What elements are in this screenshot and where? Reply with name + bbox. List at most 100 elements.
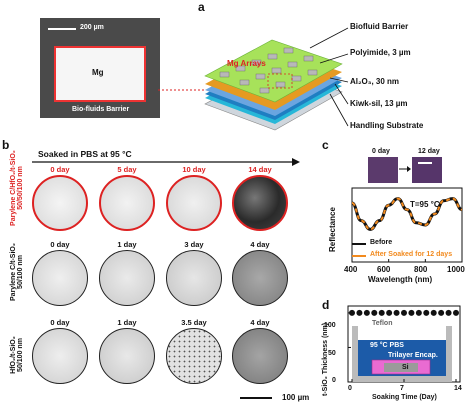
row-1-label-line1: Parylene C/HfO₂/t-SiO₂	[10, 150, 17, 226]
legend-before-label: Before	[370, 239, 393, 246]
row-1-day-3: 14 day	[248, 165, 272, 174]
row-2-day-0: 0 day	[50, 240, 70, 249]
panel-a-label: a	[198, 0, 205, 14]
data-point-11	[430, 309, 437, 316]
data-point-5	[386, 309, 393, 316]
micrograph-r1c1	[32, 175, 88, 231]
panel-b-header: Soaked in PBS at 95 °C	[38, 149, 132, 159]
c-xtick-0: 400	[344, 265, 358, 274]
c-xtick-1: 600	[377, 265, 391, 274]
mg-pad: Mg	[54, 46, 146, 102]
data-point-7	[401, 309, 407, 316]
layer-label-al2o3: Al₂O₃, 30 nm	[350, 77, 400, 86]
micrograph-r3c1	[32, 328, 88, 384]
row-1-label: Parylene C/HfO₂/t-SiO₂ 50/50/100 nm	[10, 148, 24, 228]
scale-bar-label: 200 µm	[80, 24, 104, 31]
series-line-0	[351, 197, 463, 231]
data-point-8	[408, 309, 415, 316]
data-point-13	[445, 309, 452, 316]
micrograph-r2c3	[166, 250, 222, 306]
panel-b-scale-label: 100 µm	[282, 393, 310, 402]
data-point-12	[438, 309, 445, 316]
row-2-day-3: 4 day	[250, 240, 270, 249]
mg-label: Mg	[92, 68, 104, 77]
legend-before-swatch	[352, 243, 366, 245]
data-point-4	[378, 309, 385, 316]
panel-b-label: b	[2, 138, 10, 152]
row-2-label-line2: 50/100 nm	[17, 255, 24, 289]
si-block	[384, 363, 418, 372]
row-2-day-1: 1 day	[117, 240, 137, 249]
data-point-0	[349, 309, 355, 316]
panel-c-ylabel: Reflectance	[328, 207, 337, 252]
micrograph-r2c1	[32, 250, 88, 306]
row-1-day-0: 0 day	[50, 165, 70, 174]
micrograph-r2c4	[232, 250, 288, 306]
pbs-label: 95 °C PBS	[370, 342, 404, 349]
micrograph-r3c2	[99, 328, 155, 384]
panel-d-xlabel: Soaking Time (Day)	[372, 394, 437, 401]
layer-label-substrate: Handling Substrate	[350, 121, 424, 130]
layer-label-polyimide: Polyimide, 3 µm	[350, 48, 411, 57]
d-xtick-2: 14	[454, 385, 462, 392]
panel-c-label: c	[322, 138, 329, 152]
row-3-day-3: 4 day	[250, 318, 270, 327]
legend-after-swatch	[352, 255, 366, 257]
mg-arrays-label: Mg Arrays	[227, 59, 266, 68]
trilayer-label: Trilayer Encap.	[388, 352, 438, 359]
micrograph-r1c2	[99, 175, 155, 231]
row-3-label-line2: 50/100 nm	[17, 338, 24, 372]
inset-right-label: 12 day	[418, 148, 440, 155]
panel-b-scale-bar	[240, 397, 272, 399]
row-1-label-line2: 50/50/100 nm	[17, 166, 24, 210]
barrier-label: Bio-fluids Barrier	[72, 106, 130, 113]
mg-micrograph: 200 µm Mg Bio-fluids Barrier	[40, 18, 160, 118]
data-point-2	[363, 309, 370, 316]
data-point-10	[423, 309, 430, 316]
micrograph-r3c4	[232, 328, 288, 384]
si-label: Si	[402, 364, 409, 371]
reflectance-chart	[351, 187, 463, 263]
micrograph-r1c4	[232, 175, 288, 231]
thickness-chart	[347, 305, 461, 383]
data-point-1	[356, 309, 363, 316]
row-2-label: Parylene C/t-SiO₂ 50/100 nm	[10, 232, 24, 312]
d-ytick-0: 0	[332, 377, 336, 384]
series-line-1	[351, 197, 463, 231]
d-xtick-0: 0	[348, 385, 352, 392]
layer-label-biofluid: Biofluid Barrier	[350, 22, 409, 31]
time-arrow	[32, 158, 300, 166]
legend-after-label: After Soaked for 12 days	[370, 251, 453, 258]
data-point-14	[453, 309, 459, 316]
row-3-label: HfO₂/t-SiO₂ 50/100 nm	[10, 315, 24, 395]
panel-c-xlabel: Wavelength (nm)	[368, 275, 433, 284]
layer-label-kwiksil: Kiwk-sil, 13 µm	[350, 99, 408, 108]
inset-before-image	[368, 157, 398, 183]
micrograph-r3c3	[166, 328, 222, 384]
row-3-label-line1: HfO₂/t-SiO₂	[10, 336, 17, 374]
teflon-label: Teflon	[372, 320, 393, 327]
row-3-day-2: 3.5 day	[181, 318, 207, 327]
row-2-day-2: 3 day	[184, 240, 204, 249]
temperature-label: T=95 °C	[410, 200, 440, 209]
row-2-label-line1: Parylene C/t-SiO₂	[10, 243, 17, 301]
micrograph-r2c2	[99, 250, 155, 306]
plot-frame	[351, 187, 463, 263]
inset-after-image	[412, 157, 442, 183]
d-ytick-1: 50	[328, 350, 336, 357]
panel-d-ylabel: t-SiO₂ Thickness (nm)	[322, 322, 329, 396]
c-xtick-2: 800	[414, 265, 428, 274]
data-point-3	[371, 309, 378, 316]
d-ytick-2: 100	[324, 322, 336, 329]
d-xtick-1: 7	[400, 385, 404, 392]
row-1-day-1: 5 day	[117, 165, 137, 174]
data-point-6	[393, 309, 400, 316]
micrograph-r1c3	[166, 175, 222, 231]
row-3-day-0: 0 day	[50, 318, 70, 327]
panel-d-label: d	[322, 298, 330, 312]
scale-bar-line	[48, 28, 76, 30]
data-point-9	[415, 309, 422, 316]
device-stack-illustration	[204, 27, 349, 131]
row-1-day-2: 10 day	[182, 165, 206, 174]
inset-left-label: 0 day	[372, 148, 390, 155]
